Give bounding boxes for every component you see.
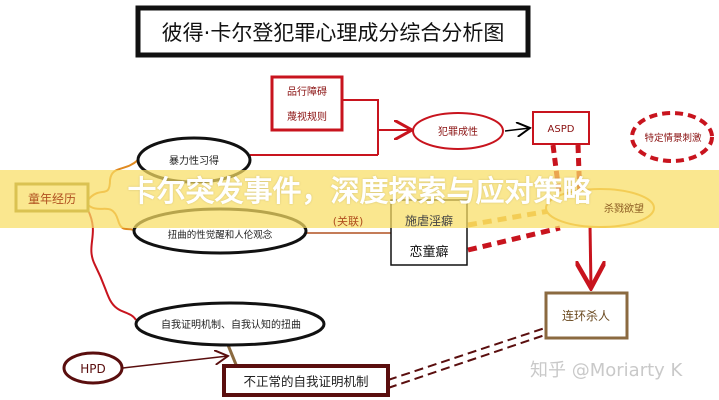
- watermark: 知乎 @Moriarty K: [530, 360, 683, 381]
- to-serial-arrow: [590, 224, 591, 288]
- to-aspd-arrow: [504, 128, 530, 131]
- self-proof-connector: [226, 344, 239, 368]
- headline-banner: [0, 170, 719, 228]
- trigger-label: 特定情景刺激: [644, 132, 702, 144]
- hpd-node: HPD: [62, 351, 124, 385]
- pedophilia-dash: [467, 225, 561, 253]
- conduct-label-2: 蔑视规则: [287, 110, 327, 123]
- self-proof-node: 自我证明机制、自我认知的扭曲: [134, 301, 326, 347]
- pedophilia-label: 恋童癖: [409, 244, 448, 260]
- diagram-title: 彼得·卡尔登犯罪心理成分综合分析图: [162, 21, 505, 45]
- criminality-label: 犯罪成性: [438, 125, 478, 138]
- abnormal-label: 不正常的自我证明机制: [243, 374, 368, 389]
- serial-label: 连环杀人: [562, 308, 610, 323]
- serial-box: 连环杀人: [544, 291, 629, 340]
- hpd-label: HPD: [80, 362, 106, 376]
- violence-label: 暴力性习得: [169, 154, 219, 167]
- abnormal-dash-2: [387, 334, 546, 389]
- conduct-label-1: 品行障碍: [287, 85, 327, 98]
- conduct-connector: [342, 99, 379, 155]
- childhood-wave-3: [87, 209, 137, 321]
- aspd-label: ASPD: [548, 124, 575, 135]
- self-proof-label: 自我证明机制、自我认知的扭曲: [161, 318, 301, 331]
- criminality-node: 犯罪成性: [412, 112, 504, 150]
- hpd-arrow: [122, 356, 228, 369]
- abnormal-dash-1: [387, 327, 546, 381]
- abnormal-box: 不正常的自我证明机制: [222, 364, 390, 397]
- aspd-box: ASPD: [532, 111, 590, 145]
- headline-text: 卡尔突发事件，深度探索与应对策略: [127, 174, 592, 208]
- title-box: 彼得·卡尔登犯罪心理成分综合分析图: [135, 5, 531, 58]
- distorted-label: 扭曲的性觉醒和人伦观念: [168, 229, 273, 241]
- trigger-node: 特定情景刺激: [630, 111, 714, 163]
- conduct-box: 品行障碍 蔑视规则: [270, 75, 344, 132]
